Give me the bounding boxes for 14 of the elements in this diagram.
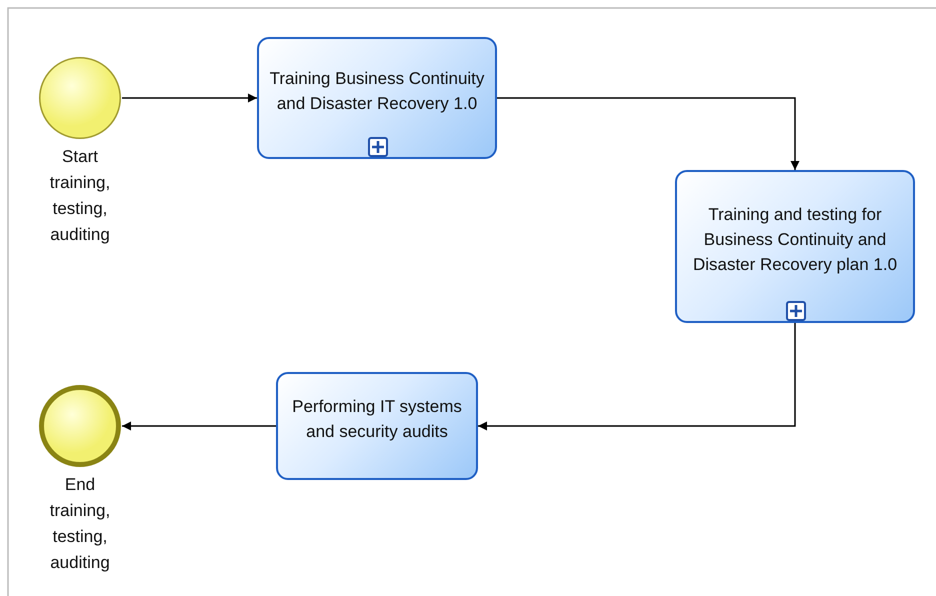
event-label: End training, testing, auditing bbox=[48, 474, 112, 574]
arrow bbox=[122, 422, 276, 430]
arrow bbox=[497, 97, 800, 170]
subprocess-box bbox=[675, 170, 915, 323]
task-label: Training and testing for Business Continuity and Disaster Recovery plan 1.0 bbox=[692, 204, 898, 276]
arrow bbox=[122, 94, 257, 102]
subprocess-box bbox=[257, 37, 497, 159]
end-event-circle bbox=[38, 384, 122, 468]
task-label: Training Business Continuity and Disaster Recovery 1.0 bbox=[269, 68, 485, 115]
start-event-circle bbox=[38, 56, 122, 140]
event-label: Start training, testing, auditing bbox=[48, 146, 112, 246]
arrow bbox=[478, 323, 796, 430]
subprocess-box bbox=[276, 372, 478, 480]
task-label: Performing IT systems and security audits bbox=[291, 396, 463, 443]
